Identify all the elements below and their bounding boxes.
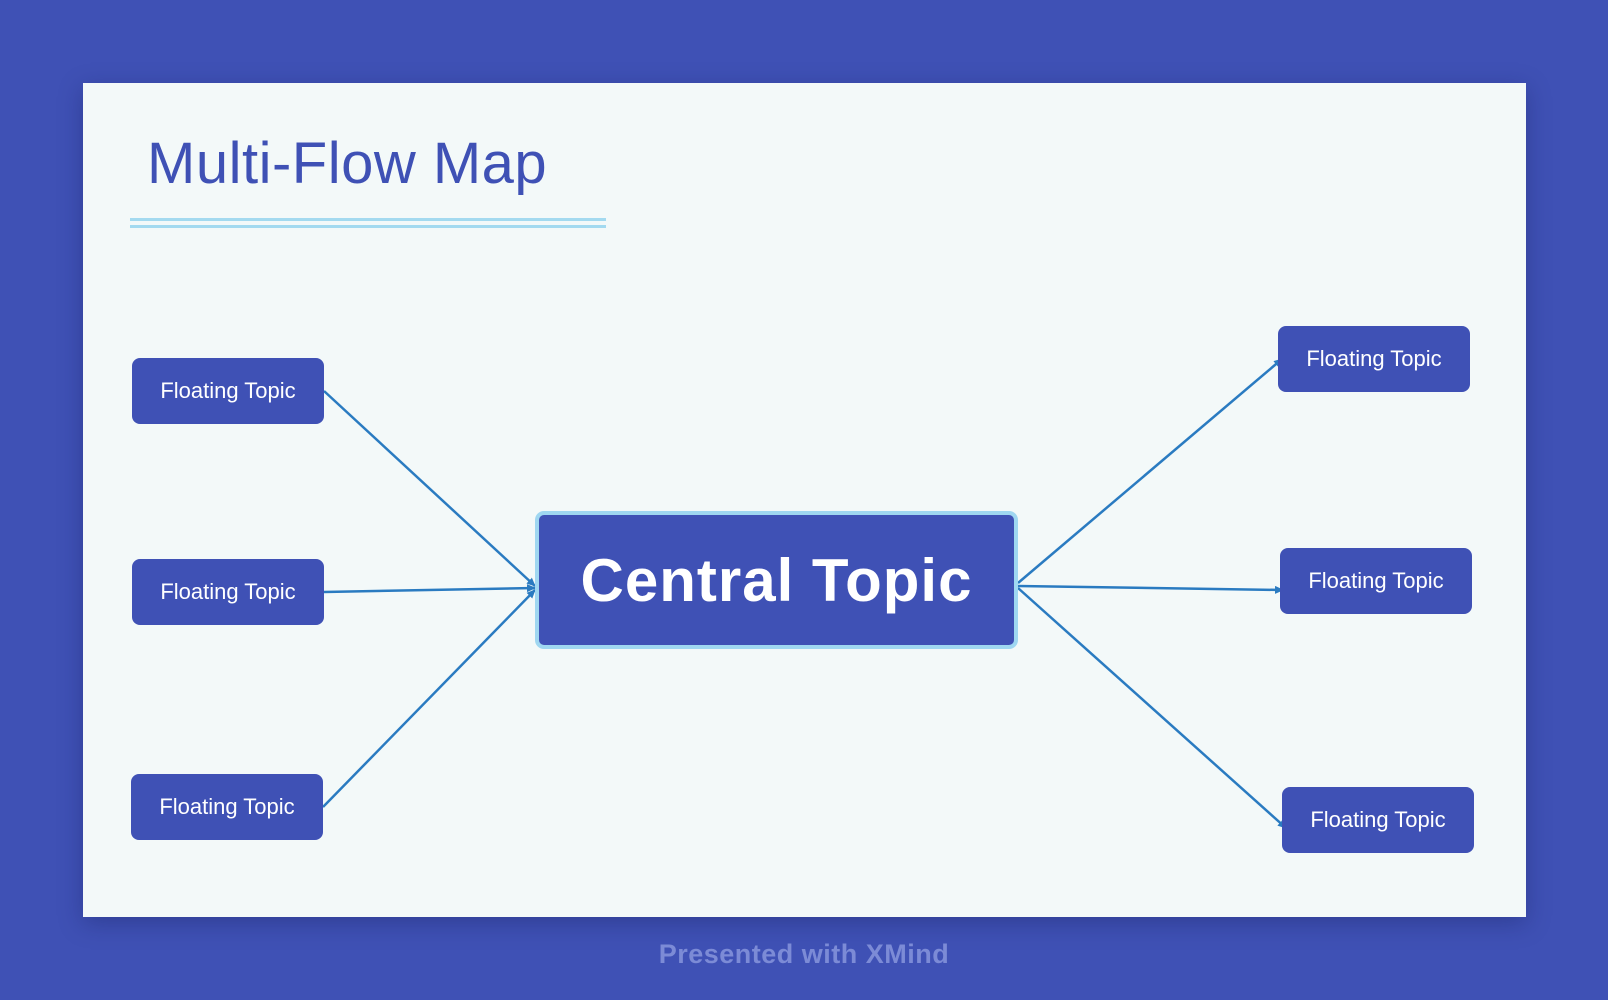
connector-layer bbox=[322, 358, 1287, 829]
connector-right-2 bbox=[1017, 584, 1284, 594]
floating-topic-left-3[interactable]: Floating Topic bbox=[131, 774, 323, 840]
title-underline-bottom bbox=[130, 225, 606, 228]
map-title[interactable]: Multi-Flow Map bbox=[147, 131, 548, 196]
connector-right-3 bbox=[1017, 587, 1287, 829]
title-underline-top bbox=[130, 218, 606, 221]
connector-left-3 bbox=[322, 589, 536, 808]
connector-left-1 bbox=[323, 390, 536, 587]
floating-topic-right-3[interactable]: Floating Topic bbox=[1282, 787, 1474, 853]
floating-topic-right-2[interactable]: Floating Topic bbox=[1280, 548, 1472, 614]
map-canvas: Multi-Flow Map Floating Topic Floating T… bbox=[83, 83, 1526, 917]
presented-with-footer: Presented with XMind bbox=[658, 939, 950, 969]
floating-topic-left-1[interactable]: Floating Topic bbox=[132, 358, 324, 424]
floating-topic-left-2[interactable]: Floating Topic bbox=[132, 559, 324, 625]
floating-topic-right-1[interactable]: Floating Topic bbox=[1278, 326, 1470, 392]
central-topic[interactable]: Central Topic bbox=[535, 511, 1018, 649]
connector-left-2 bbox=[323, 584, 536, 594]
connector-right-1 bbox=[1017, 358, 1283, 584]
